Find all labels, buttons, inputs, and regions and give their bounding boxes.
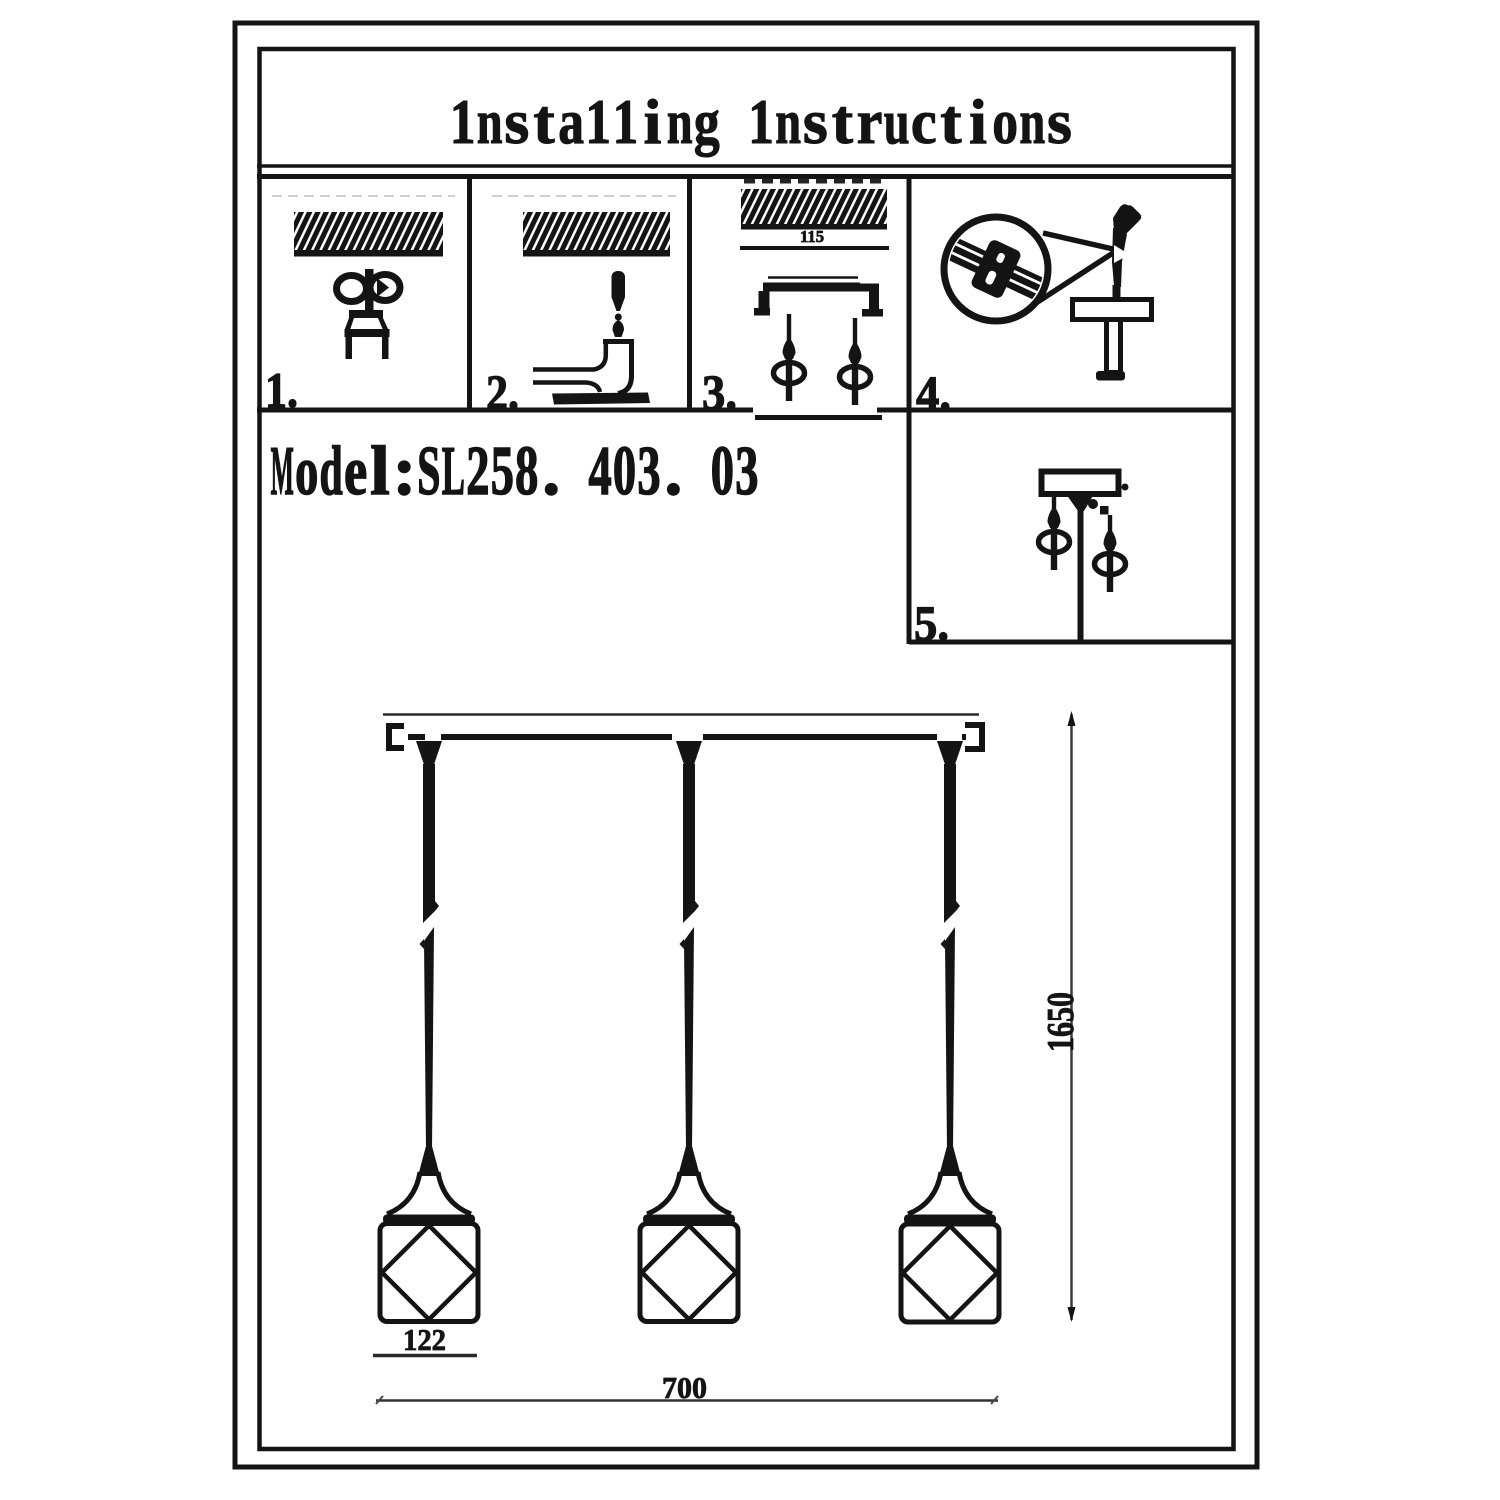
- svg-text:5.: 5.: [914, 595, 949, 651]
- svg-text:4.: 4.: [916, 365, 951, 421]
- svg-text:3: 3: [735, 433, 758, 510]
- svg-text:r: r: [857, 86, 883, 157]
- svg-text:1: 1: [585, 86, 611, 157]
- svg-text:l: l: [370, 433, 389, 510]
- svg-text:s: s: [504, 86, 529, 157]
- svg-text:t: t: [832, 86, 854, 157]
- svg-text:3: 3: [637, 433, 660, 510]
- svg-text:t: t: [533, 86, 555, 157]
- svg-text:n: n: [775, 86, 801, 157]
- svg-text:.: .: [542, 433, 560, 510]
- svg-text:e: e: [344, 433, 367, 510]
- svg-text:.: .: [665, 433, 683, 510]
- svg-text:u: u: [884, 86, 910, 157]
- svg-text:1: 1: [450, 86, 476, 157]
- svg-text:n: n: [1019, 86, 1045, 157]
- svg-text:s: s: [803, 86, 828, 157]
- svg-text:2: 2: [466, 433, 489, 510]
- svg-text:4: 4: [589, 433, 612, 510]
- svg-text:115: 115: [800, 227, 824, 246]
- svg-text:t: t: [940, 86, 962, 157]
- svg-text:S: S: [417, 433, 440, 510]
- svg-text:1.: 1.: [265, 362, 298, 418]
- svg-text:8: 8: [515, 433, 538, 510]
- svg-text:5: 5: [491, 433, 514, 510]
- svg-text:M: M: [271, 433, 294, 510]
- svg-text:3.: 3.: [702, 364, 737, 420]
- svg-text:o: o: [295, 433, 318, 510]
- svg-text:1: 1: [748, 86, 774, 157]
- svg-text:o: o: [992, 86, 1018, 157]
- svg-text:122: 122: [403, 1322, 446, 1357]
- svg-text:i: i: [644, 86, 662, 157]
- svg-text:L: L: [442, 433, 465, 510]
- svg-text::: :: [393, 433, 416, 510]
- svg-text:c: c: [911, 86, 937, 157]
- svg-text:s: s: [1047, 86, 1072, 157]
- svg-text:g: g: [694, 86, 720, 157]
- svg-text:n: n: [667, 86, 693, 157]
- svg-text:2.: 2.: [486, 364, 519, 420]
- svg-text:0: 0: [613, 433, 636, 510]
- svg-text:a: a: [558, 86, 584, 157]
- svg-text:1650: 1650: [1040, 992, 1082, 1052]
- svg-text:1: 1: [613, 86, 639, 157]
- svg-text:n: n: [477, 86, 503, 157]
- svg-text:i: i: [969, 86, 987, 157]
- svg-text:d: d: [320, 433, 343, 510]
- svg-text:0: 0: [711, 433, 734, 510]
